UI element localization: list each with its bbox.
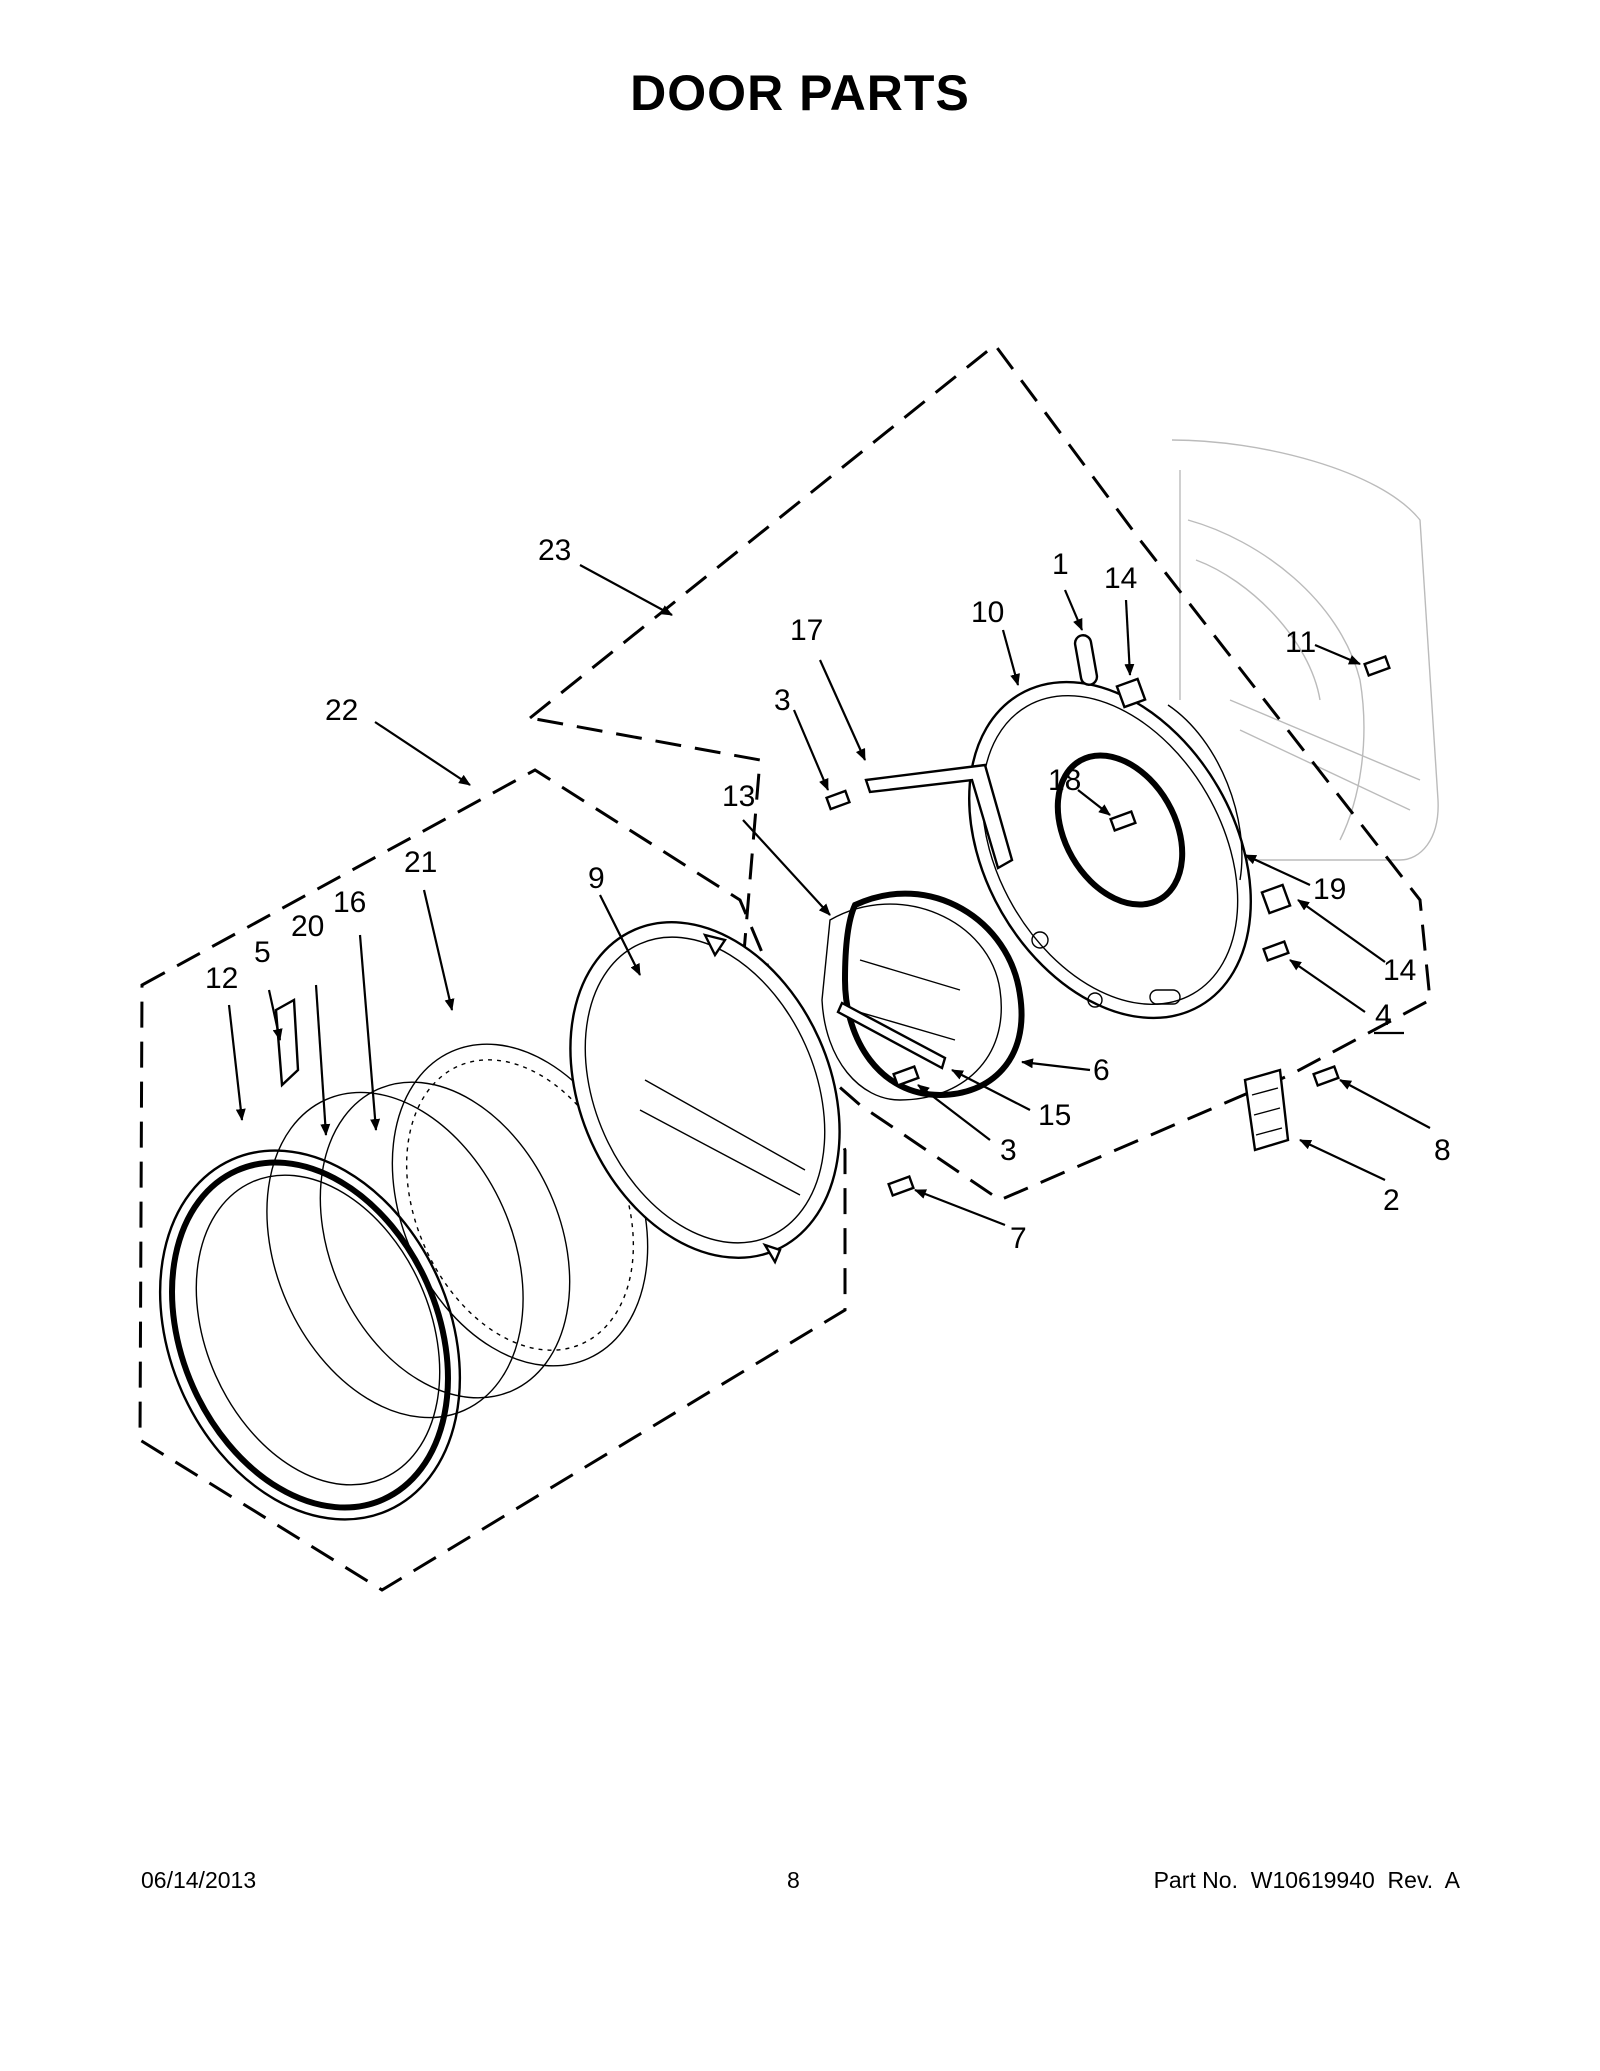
- footer-part-number: Part No. W10619940 Rev. A: [1153, 1867, 1460, 1893]
- callout-8: 8: [1434, 1134, 1451, 1167]
- part-9-door-frame: [569, 921, 841, 1265]
- part-1-grommet: [1073, 634, 1099, 686]
- callout-12: 12: [205, 962, 238, 995]
- part-10-inner-panel: [968, 680, 1252, 1020]
- callout-20: 20: [291, 910, 324, 943]
- callout-23: 23: [538, 534, 571, 567]
- part-16-door-gasket: [319, 1081, 571, 1399]
- cabinet-outline: [1171, 439, 1439, 861]
- callout-7: 7: [1010, 1222, 1027, 1255]
- callout-16: 16: [333, 886, 366, 919]
- callout-10: 10: [971, 596, 1004, 629]
- part-14-clip-upper: [1115, 677, 1147, 709]
- callout-2: 2: [1383, 1184, 1400, 1217]
- footer-date: 06/14/2013: [141, 1867, 257, 1893]
- part-5-clip: [274, 998, 300, 1088]
- callout-18: 18: [1048, 764, 1081, 797]
- callout-22: 22: [325, 694, 358, 727]
- part-6-inner-seal: [841, 890, 1025, 1099]
- callout-1: 1: [1052, 548, 1069, 581]
- callout-11: 11: [1285, 626, 1316, 659]
- callout-9: 9: [588, 862, 605, 895]
- part-13-inner-glass: [821, 903, 1002, 1101]
- screw-icon: [825, 655, 1391, 1197]
- part-15-strip: [836, 1001, 947, 1070]
- callout-19: 19: [1313, 873, 1346, 906]
- part-17-hinge-bracket: [864, 763, 1014, 870]
- callout-14-lower: 14: [1383, 954, 1416, 987]
- footer-page-number: 8: [787, 1867, 800, 1893]
- callout-3-upper: 3: [774, 684, 791, 717]
- callout-5: 5: [254, 936, 271, 969]
- callout-labels: 23 22 17 10 1 14 11 3 13 18 19 14 4 6 15…: [205, 534, 1451, 1255]
- part-2-hinge: [1243, 1068, 1290, 1152]
- callout-6: 6: [1093, 1054, 1110, 1087]
- callout-3-lower: 3: [1000, 1134, 1017, 1167]
- callout-14-upper: 14: [1104, 562, 1137, 595]
- page-title: DOOR PARTS: [630, 65, 970, 121]
- assembly-boundary-22: [138, 768, 847, 1592]
- callout-4: 4: [1375, 999, 1392, 1032]
- leader-lines: [227, 564, 1431, 1227]
- callout-17: 17: [790, 614, 823, 647]
- callout-13: 13: [722, 780, 755, 813]
- callout-21: 21: [404, 846, 437, 879]
- callout-15: 15: [1038, 1099, 1071, 1132]
- part-19-gasket: [1167, 704, 1243, 881]
- part-14-clip-lower: [1260, 883, 1292, 915]
- part-12-outer-door: [158, 1149, 462, 1521]
- part-20-door-glass: [266, 1091, 524, 1419]
